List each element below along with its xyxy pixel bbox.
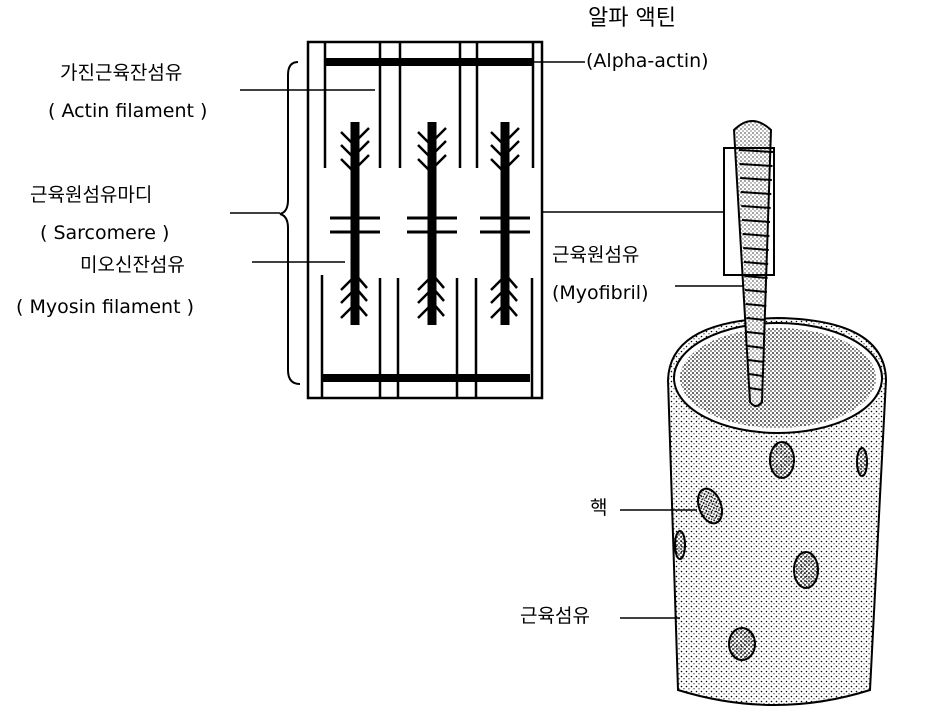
myosin-head	[354, 273, 368, 289]
myosin-head	[417, 288, 433, 304]
myosin-head	[354, 154, 370, 170]
nucleus	[728, 627, 756, 661]
myofibril-band	[742, 233, 770, 237]
nucleus	[696, 487, 724, 525]
myosin-head	[417, 158, 433, 174]
myofibril-band	[744, 275, 768, 279]
myofibril-band	[740, 177, 772, 181]
myofibril-band	[746, 317, 766, 321]
myosin-head	[431, 286, 445, 302]
myosin-head	[431, 127, 447, 143]
myosin-head	[431, 140, 447, 156]
label-alpha-actin-ko: 알파 액틴	[588, 6, 676, 31]
label-myosin-en: ( Myosin filament )	[16, 296, 195, 318]
label-myofibril-ko: 근육원섬유	[552, 244, 640, 266]
label-nucleus: 핵	[590, 497, 608, 519]
myofibril-band	[741, 219, 771, 223]
myofibril-band	[743, 261, 769, 265]
myofibril-band	[746, 331, 766, 335]
label-actin-ko: 가진근육잔섬유	[60, 62, 183, 84]
sarcomere-box	[306, 40, 544, 400]
myofibril-band	[745, 303, 767, 307]
myofibril-band	[748, 373, 764, 377]
myosin-head	[490, 288, 506, 304]
label-sarcomere-ko: 근육원섬유마디	[30, 184, 153, 206]
myosin-head	[340, 288, 356, 304]
myosin-head	[504, 301, 518, 317]
myofibril-band	[738, 149, 774, 153]
myosin-head	[490, 158, 506, 174]
muscle-fiber	[666, 316, 888, 706]
myofibril-band	[741, 205, 771, 209]
myosin-head	[504, 273, 518, 289]
myosin-head	[504, 286, 518, 302]
myosin-head	[431, 154, 447, 170]
myofibril-band	[740, 191, 772, 195]
label-muscle-fiber: 근육섬유	[520, 605, 590, 627]
myosin-head	[417, 144, 433, 160]
myofibril-zoom-box	[723, 147, 775, 276]
myosin-head	[340, 275, 356, 291]
myosin-head	[354, 286, 368, 302]
myosin-head	[354, 127, 370, 143]
label-actin-en: ( Actin filament )	[48, 100, 208, 122]
myosin-head	[431, 273, 445, 289]
label-myosin-ko: 미오신잔섬유	[80, 254, 185, 276]
myosin-head	[490, 303, 506, 319]
myosin-head	[340, 131, 356, 147]
myosin-head	[490, 275, 506, 291]
myosin-head	[354, 301, 368, 317]
myofibril-band	[744, 289, 768, 293]
myofibril-band	[747, 345, 765, 349]
myosin-head	[504, 140, 520, 156]
myosin-head	[431, 301, 445, 317]
myosin-head	[504, 154, 520, 170]
label-sarcomere-en: ( Sarcomere )	[40, 222, 170, 244]
myofibril-band	[743, 247, 769, 251]
myosin-head	[417, 303, 433, 319]
myofibril-band	[748, 359, 764, 363]
myosin-head	[504, 127, 520, 143]
label-myofibril-en: (Myofibril)	[552, 282, 649, 304]
nucleus	[769, 441, 795, 479]
myosin-head	[340, 144, 356, 160]
myosin-head	[417, 275, 433, 291]
myofibril	[723, 120, 775, 407]
myosin-head	[490, 131, 506, 147]
myosin-head	[417, 131, 433, 147]
myosin-head	[340, 303, 356, 319]
label-alpha-actin-en: (Alpha-actin)	[586, 50, 709, 72]
nucleus	[793, 551, 819, 589]
myosin-head	[354, 140, 370, 156]
myofibril-band	[749, 387, 763, 391]
myofibril-band	[739, 163, 773, 167]
myosin-head	[340, 158, 356, 174]
myosin-head	[490, 144, 506, 160]
